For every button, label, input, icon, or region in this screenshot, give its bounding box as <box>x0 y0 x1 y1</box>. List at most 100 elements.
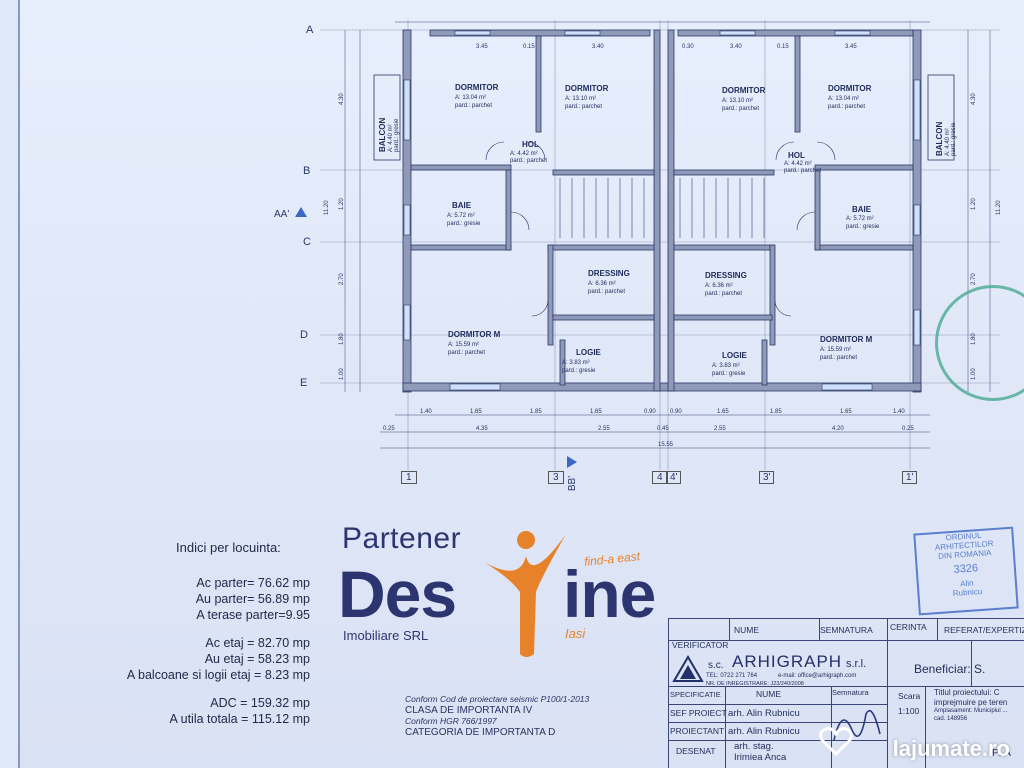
dim-label: 1.85 <box>770 409 782 415</box>
project-location: Amplasament: Municipiul ... <box>934 708 1008 714</box>
dim-label: 1.80 <box>339 333 345 345</box>
project-cad: cad. 148956 <box>934 716 968 722</box>
label-proiectant: PROIECTANT <box>670 726 725 736</box>
plansa-label: PLA <box>992 748 1011 759</box>
room-area: A: 5.72 m² <box>447 213 475 219</box>
desenat-line-2: Irimiea Anca <box>734 752 787 763</box>
room-area: A: 3.83 m² <box>562 360 590 366</box>
dim-label: 0.25 <box>383 426 395 432</box>
proiectant-name: arh. Alin Rubnicu <box>728 726 800 737</box>
room-name: HOL <box>788 151 805 160</box>
grid-letter-b: B <box>303 165 311 177</box>
room-floor: pard.: gresie <box>712 371 746 377</box>
company-logo-icon <box>672 655 704 682</box>
dim-label: 2.70 <box>339 273 345 285</box>
header-nume: NUME <box>734 625 760 635</box>
header-cerinta: CERINTA <box>890 622 927 632</box>
room-name: BAIE <box>852 205 872 214</box>
stamp-number: 3326 <box>953 562 979 576</box>
dim-label: 2.55 <box>714 426 726 432</box>
section-label-aa: AA' <box>274 209 290 220</box>
dim-label: 0.15 <box>777 44 789 50</box>
header-referat: REFERAT/EXPERTIZA <box>944 625 1024 635</box>
floor-plan: DORMITOR A: 13.04 m² pard.: parchet DORM… <box>320 20 1002 470</box>
indici-row: Au etaj = 58.23 mp <box>204 652 310 666</box>
dim-label: 3.40 <box>592 44 604 50</box>
dim-label: 4.30 <box>971 93 977 105</box>
room-name: HOL <box>522 140 539 149</box>
room-floor: pard.: gresie <box>846 224 880 230</box>
room-area: A: 15.59 m² <box>448 342 479 348</box>
label-scara: Scara <box>898 691 921 701</box>
title-block <box>668 618 1024 768</box>
room-floor: pard.: gresie <box>394 118 400 152</box>
note-line: CLASA DE IMPORTANTA IV <box>405 705 533 716</box>
label-verificator: VERIFICATOR <box>672 640 729 650</box>
header-semnatura: SEMNATURA <box>820 625 873 635</box>
company-prefix: s.c. <box>708 660 724 671</box>
section-arrow-icon <box>295 207 307 217</box>
grid-number: 4 <box>652 471 668 484</box>
dim-label: 4.35 <box>476 426 488 432</box>
dim-label: 1.65 <box>717 409 729 415</box>
label-desenat: DESENAT <box>676 746 716 756</box>
beneficiar: Beneficiar: S. <box>914 662 986 676</box>
dim-label: 1.85 <box>530 409 542 415</box>
indici-block: Indici per locuinta: Ac parter= 76.62 mp… <box>100 540 310 727</box>
watermark-text: lajumate.ro <box>892 736 1010 761</box>
grid-number: 3' <box>759 471 775 484</box>
room-name: DORMITOR <box>722 86 766 95</box>
signature-scribble <box>833 709 881 741</box>
sef-proiect-name: arh. Alin Rubnicu <box>728 708 800 719</box>
grid-number: 3 <box>548 471 564 484</box>
seismic-notes: Conform Cod de proiectare seismic P100/1… <box>405 694 589 738</box>
logo-city: Iasi <box>565 626 586 641</box>
indici-row: Ac etaj = 82.70 mp <box>205 636 310 650</box>
dim-label: 1.65 <box>590 409 602 415</box>
room-floor: pard.: parchet <box>455 103 492 109</box>
dim-label: 0.15 <box>523 44 535 50</box>
label-sef-proiect: SEF PROIECT <box>670 708 727 718</box>
room-floor: pard.: gresie <box>447 221 481 227</box>
room-name: DRESSING <box>588 269 630 278</box>
indici-row: Ac parter= 76.62 mp <box>196 576 310 590</box>
logo-partener-text: Partener <box>342 522 462 555</box>
room-name: DORMITOR <box>828 84 872 93</box>
note-line: CATEGORIA DE IMPORTANTA D <box>405 727 556 738</box>
indici-row: A terase parter=9.95 <box>196 608 310 622</box>
room-area: A: 4.40 m² <box>388 124 394 152</box>
note-line: Conform Cod de proiectare seismic P100/1… <box>405 694 590 704</box>
room-floor: pard.: parchet <box>820 355 857 361</box>
dim-label: 4.20 <box>832 426 844 432</box>
scara-value: 1:100 <box>898 706 920 716</box>
room-area: A: 4.40 m² <box>945 128 951 156</box>
room-floor: pard.: gresie <box>562 368 596 374</box>
indici-row: A balcoane si logii etaj = 8.23 mp <box>126 668 310 682</box>
room-area: A: 6.36 m² <box>705 283 733 289</box>
room-area: A: 6.36 m² <box>588 281 616 287</box>
desenat-line-1: arh. stag. <box>734 741 774 752</box>
room-name: BALCON <box>935 122 944 156</box>
grid-number: 1' <box>902 471 918 484</box>
room-name: DORMITOR <box>455 83 499 92</box>
grid-letter-e: E <box>300 377 308 389</box>
grid-number: 4' <box>666 471 682 484</box>
dim-label: 1.20 <box>971 198 977 210</box>
room-area: A: 13.10 m² <box>722 98 753 104</box>
dim-label: 3.40 <box>730 44 742 50</box>
architect-stamp: ORDINUL ARHITECTILOR DIN ROMANIA 3326 Al… <box>913 526 1019 616</box>
room-name: DORMITOR M <box>448 330 501 339</box>
logo-des-text: Des <box>338 557 457 631</box>
room-floor: pard.: gresie <box>951 122 957 156</box>
room-name: LOGIE <box>576 348 602 357</box>
logo-figure-icon <box>484 531 566 657</box>
grid-letter-d: D <box>300 329 308 341</box>
dim-label: 1.40 <box>420 409 432 415</box>
architect-seal <box>935 285 1024 401</box>
company-reg: NR. DE INREGISTRARE: J23/240/2008 <box>706 681 804 687</box>
project-title-2: imprejmuire pe teren <box>934 698 1008 707</box>
dim-label: 0.30 <box>682 44 694 50</box>
logo-subtitle: Imobiliare SRL <box>343 628 429 643</box>
room-floor: pard.: parchet <box>588 289 625 295</box>
room-area: A: 4.42 m² <box>510 151 538 157</box>
